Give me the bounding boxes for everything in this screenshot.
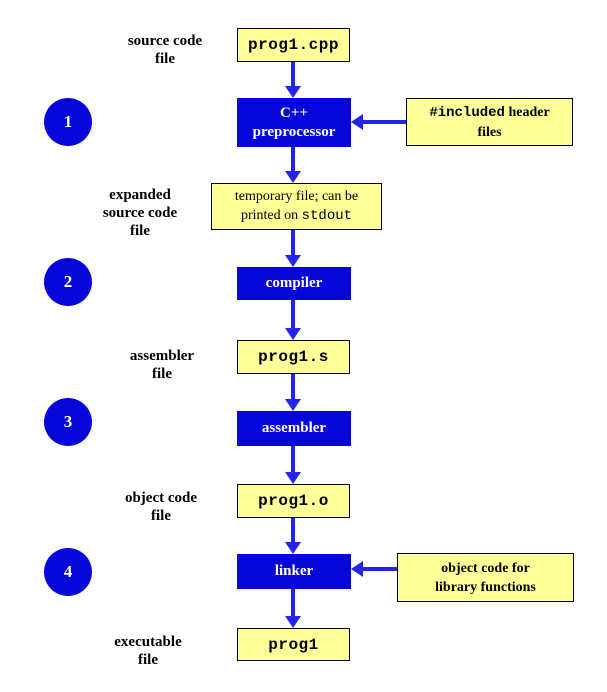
temp-file-line2-code: stdout [301, 208, 353, 224]
arrow-down-compiler-to-assembly-file [285, 300, 301, 340]
file-name: prog1.o [258, 492, 329, 510]
arrow-shaft [291, 589, 295, 617]
annotation-text: object code for library functions [435, 559, 536, 597]
arrow-shaft [291, 518, 295, 543]
file-name: prog1 [268, 635, 319, 654]
arrow-head-icon [285, 399, 301, 411]
arrow-down-object-file-to-linker [285, 518, 301, 554]
arrow-shaft [362, 567, 397, 571]
step-circle-4: 4 [44, 548, 92, 596]
step-number: 4 [63, 562, 73, 581]
step-circle-3: 3 [44, 398, 92, 446]
annotation-text: temporary file; can be printed on stdout [235, 187, 358, 226]
arrow-shaft [291, 62, 295, 87]
arrow-left-library-to-linker [351, 561, 397, 577]
headers-line2: files [477, 124, 502, 140]
process-box-compiler: compiler [237, 267, 351, 300]
temp-file-line1: temporary file; can be [234, 189, 359, 204]
step-number: 1 [63, 112, 73, 131]
label-source-code-file: source code file [127, 33, 203, 67]
arrow-down-assembly-file-to-assembler [285, 374, 301, 411]
arrow-down-assembler-to-object-file [285, 446, 301, 484]
arrow-left-headers-to-preprocessor [351, 114, 406, 130]
arrow-down-linker-to-executable [285, 589, 301, 628]
arrow-head-icon [285, 86, 301, 98]
arrow-head-icon [285, 616, 301, 628]
step-circle-2: 2 [44, 258, 92, 306]
process-box-preprocessor: C++ preprocessor [237, 98, 351, 147]
arrow-head-icon [285, 171, 301, 183]
arrow-head-icon [351, 114, 363, 130]
file-name: prog1.s [258, 348, 329, 366]
arrow-shaft [291, 374, 295, 400]
arrow-shaft [291, 446, 295, 473]
step-number: 3 [63, 412, 73, 431]
file-box-prog1: prog1 [237, 628, 350, 661]
arrow-down-preprocessor-to-temp [285, 147, 301, 183]
annotation-text: #included header files [429, 103, 549, 142]
label-object-code-file: object code file [124, 490, 198, 524]
library-line2: library functions [435, 579, 536, 595]
arrow-shaft [291, 147, 295, 172]
file-box-prog1o: prog1.o [237, 484, 350, 518]
annotation-box-temp-file: temporary file; can be printed on stdout [211, 183, 382, 230]
label-expanded-source: expanded source code file [102, 187, 178, 239]
process-box-assembler: assembler [237, 411, 351, 446]
arrow-shaft [291, 230, 295, 256]
label-executable-file: executable file [114, 634, 182, 668]
library-line1: object code for [441, 560, 530, 576]
arrow-shaft [291, 300, 295, 329]
arrow-down-temp-to-compiler [285, 230, 301, 267]
headers-line1-code: #included [429, 104, 505, 121]
file-box-prog1s: prog1.s [237, 340, 350, 374]
step-circle-1: 1 [44, 98, 92, 146]
step-number: 2 [63, 272, 73, 291]
arrow-head-icon [285, 472, 301, 484]
headers-line1-text: header [508, 104, 550, 120]
arrow-head-icon [285, 255, 301, 267]
temp-file-line2-text: printed on [240, 208, 299, 223]
arrow-head-icon [285, 542, 301, 554]
annotation-box-library-object-code: object code for library functions [397, 553, 574, 602]
file-box-prog1cpp: prog1.cpp [237, 28, 350, 62]
arrow-down-source-to-preprocessor [285, 62, 301, 98]
process-box-linker: linker [237, 554, 351, 589]
label-assembler-file: assembler file [129, 348, 195, 382]
arrow-head-icon [285, 328, 301, 340]
annotation-box-included-headers: #included header files [406, 98, 573, 146]
arrow-head-icon [351, 561, 363, 577]
arrow-shaft [362, 120, 406, 124]
file-name: prog1.cpp [248, 36, 339, 54]
